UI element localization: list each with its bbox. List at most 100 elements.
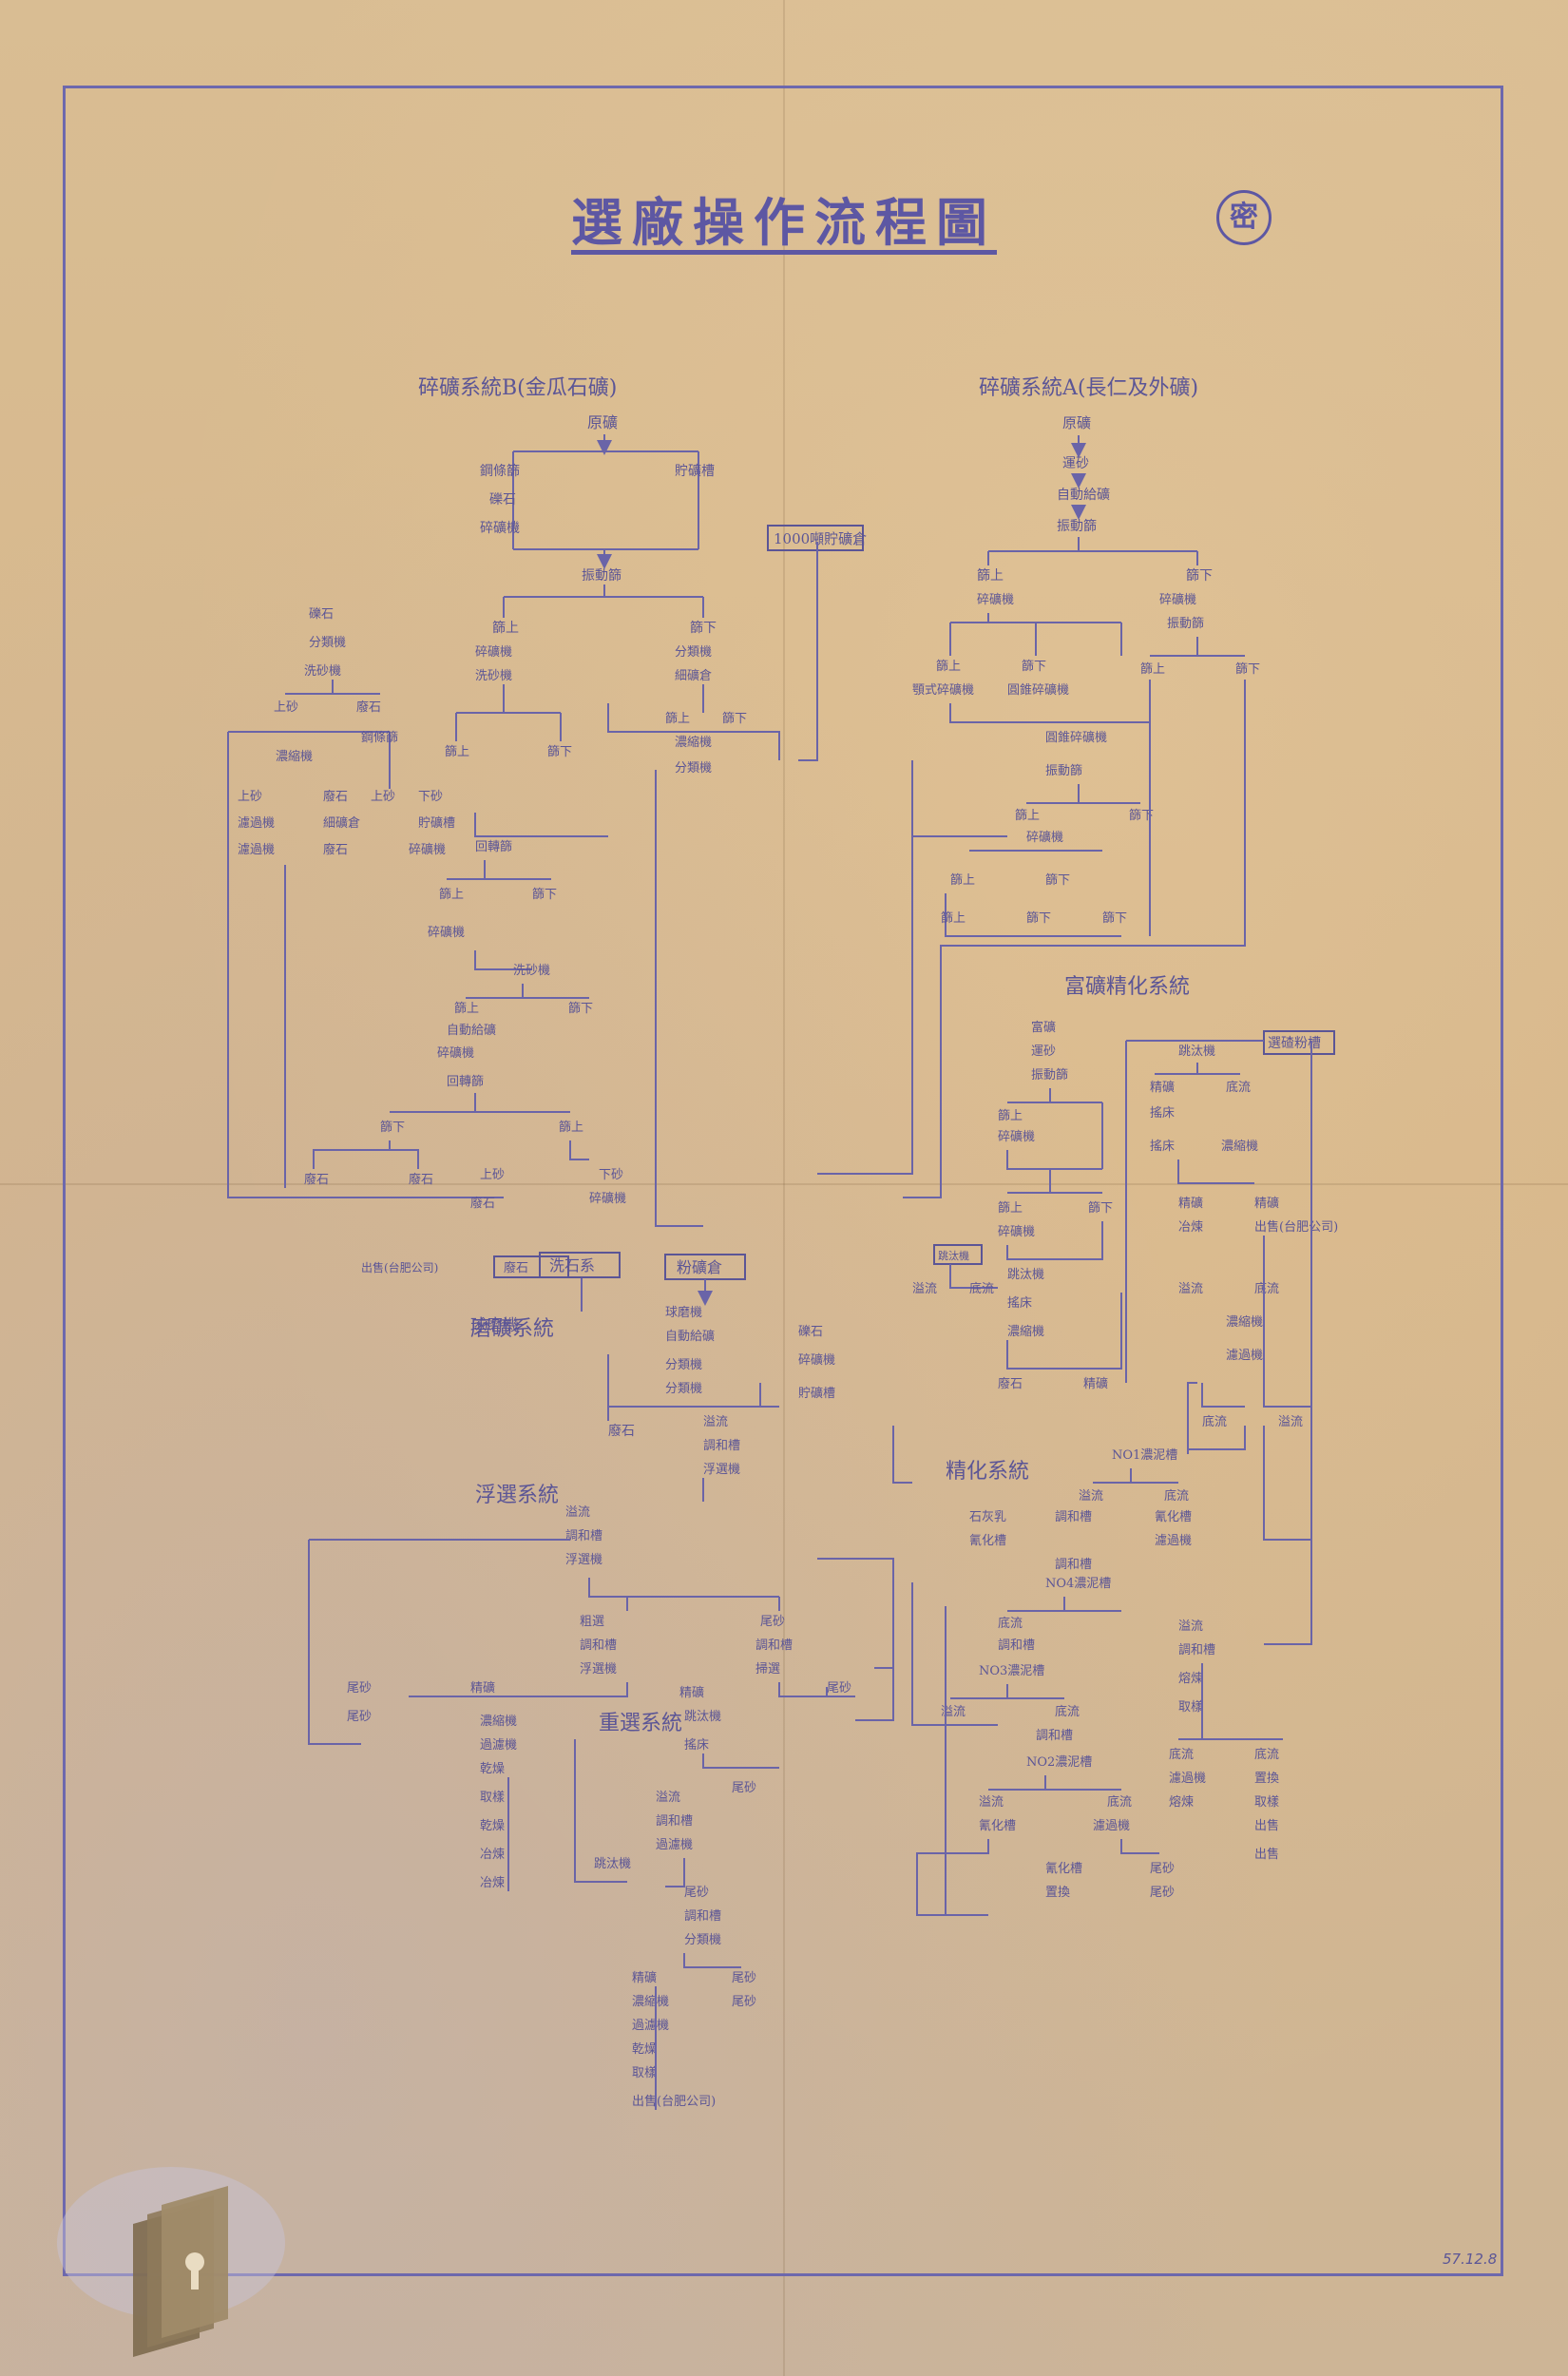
rf-no2-thickener: NO2濃泥槽 (1026, 1755, 1092, 1770)
a-screen-under-2: 篩下 (1022, 660, 1046, 674)
fine-ore-bin-label: 粉礦倉 (677, 1258, 722, 1276)
r2-thickener: 濃縮機 (1221, 1139, 1258, 1154)
r-box-label: 跳汰機 (938, 1249, 969, 1262)
a-auto-feed: 自動給礦 (1057, 487, 1110, 503)
b-sale-label: 出售(台肥公司) (361, 1260, 438, 1274)
b-screen-over-4: 篩上 (439, 888, 464, 902)
b-screen-under-2: 篩下 (547, 745, 572, 759)
b-classifier: 分類機 (675, 645, 712, 660)
rf-no3-thickener: NO3濃泥槽 (979, 1664, 1044, 1678)
gr-classifier: 分類機 (684, 1933, 721, 1947)
section-grinding: 磨礦系統 (470, 1317, 554, 1341)
rf-filter: 濾過機 (1155, 1534, 1192, 1548)
a-cone-crusher-2: 圓錐碎礦機 (1045, 730, 1107, 745)
r-underflow: 底流 (969, 1281, 994, 1296)
crushing-b-lower-flow: 回轉篩 篩上 篩下 碎礦機 洗砂機 篩上 篩下 自動給礦 碎礦機 回轉篩 篩下 … (304, 813, 626, 1335)
r2-overflow-2: 溢流 (1278, 1415, 1303, 1429)
a-screen-under-7: 篩下 (1102, 911, 1127, 926)
r-screen-over: 篩上 (998, 1109, 1023, 1123)
f-flotation: 浮選機 (565, 1553, 602, 1567)
page-title: 選廠操作流程圖 (571, 192, 997, 253)
rf-r-final: 出售 (1254, 1847, 1279, 1862)
a-screen-over-5: 篩上 (950, 873, 975, 888)
b-wash-screen: 洗砂機 (513, 964, 550, 978)
a-screen-under: 篩下 (1186, 568, 1213, 584)
rf-cyanide-tank: 氰化槽 (1155, 1509, 1192, 1524)
r2-jig: 跳汰機 (1178, 1044, 1215, 1059)
b-upper-sand: 廢石 (356, 700, 381, 715)
f-conditioner: 調和槽 (565, 1529, 602, 1543)
gr-dryer: 乾燥 (632, 2042, 657, 2057)
b-thickener: 濃縮機 (675, 735, 712, 750)
g-gravel-box-2: 碎礦機 (798, 1352, 835, 1368)
gr-thickener: 濃縮機 (632, 1994, 669, 2009)
gr-filter-2: 過濾機 (632, 2019, 669, 2033)
a-screen-under-5: 篩下 (1045, 873, 1070, 888)
b-screen-under-5: 篩下 (568, 1002, 593, 1016)
r-screen-over-2: 篩上 (998, 1201, 1023, 1216)
b-waste-box (493, 1255, 569, 1278)
rf-conditioner-2: 調和槽 (1055, 1558, 1092, 1572)
a-transport: 運砂 (1062, 456, 1089, 471)
b-vibrating-screen: 振動篩 (582, 568, 621, 584)
a-screen-under-6: 篩下 (1026, 911, 1051, 926)
gr-table: 搖床 (684, 1738, 709, 1753)
f-conditioner-3: 調和槽 (755, 1638, 793, 1653)
document-number: 57.12.8 (1443, 2251, 1498, 2268)
a-screen-under-3: 篩下 (1235, 662, 1260, 677)
gr-overflow: 溢流 (656, 1791, 680, 1805)
paper-fold-horizontal (0, 1183, 1568, 1185)
crushing-b-flow: 原礦 鋼條篩 礫石 碎礦機 貯礦槽 振動篩 篩上 篩下 碎礦機 分類機 洗砂機 … (445, 413, 780, 776)
b-screen-over-3: 篩上 (665, 712, 690, 726)
section-flotation: 浮選系統 (475, 1484, 559, 1507)
r2-smelt: 冶煉 (1178, 1220, 1203, 1235)
a-crusher-2: 碎礦機 (1159, 592, 1196, 607)
paper-fold-vertical (783, 0, 785, 2376)
section-rich-refining: 富礦精化系統 (1064, 975, 1190, 999)
slag-tank-label: 選碴粉槽 (1268, 1036, 1321, 1051)
gr-tailing-2: 尾砂 (684, 1886, 709, 1900)
a-vibrating-screen: 振動篩 (1057, 519, 1097, 534)
rf-replace: 置換 (1045, 1886, 1070, 1900)
b-screen-under-6: 篩下 (380, 1121, 405, 1135)
a-screen-over-2: 篩上 (936, 660, 961, 674)
rf-no1-thickener: NO1濃泥槽 (1112, 1448, 1177, 1463)
a-raw-ore: 原礦 (1062, 414, 1091, 431)
gr-concentrate-2: 精礦 (632, 1970, 657, 1985)
rf-r-underflow: 底流 (1169, 1747, 1194, 1762)
b-fine-bin: 細礦倉 (675, 668, 712, 683)
r-concentrate: 精礦 (1083, 1376, 1108, 1391)
g-ball-mill: 球磨機 (665, 1306, 702, 1320)
rf-r-underflow-2: 底流 (1254, 1747, 1279, 1762)
b-magnet: 礫石 (309, 606, 334, 622)
section-crushing-a: 碎礦系統A(長仁及外礦) (979, 376, 1198, 400)
f-concentrate: 精礦 (470, 1680, 495, 1696)
rf-cyanide-3: 氰化槽 (1045, 1861, 1082, 1876)
gr-sample: 取樣 (632, 2066, 657, 2080)
rf-r-overflow: 溢流 (1178, 1619, 1203, 1634)
b-cone-crusher-2: 碎礦機 (437, 1045, 474, 1061)
f-final: 冶煉 (480, 1876, 505, 1890)
r2-overflow: 溢流 (1178, 1282, 1203, 1296)
f-tailing-3: 尾砂 (827, 1681, 851, 1696)
rf-underflow-4: 底流 (1107, 1794, 1132, 1810)
r-crusher-2: 碎礦機 (998, 1224, 1035, 1239)
gravel-system-box (539, 1252, 621, 1278)
b-sand-washer: 洗砂機 (475, 669, 512, 683)
f-tailing: 尾砂 (760, 1615, 785, 1629)
r2-ship: 出售(台肥公司) (1254, 1219, 1338, 1235)
b-waste: 廢石 (470, 1197, 495, 1211)
flotation-flow: 溢流 調和槽 浮選機 粗選 調和槽 浮選機 尾砂 調和槽 掃選 尾砂 尾砂 精礦… (308, 1478, 894, 1891)
refining-flow: NO1濃泥槽 溢流 底流 石灰乳 調和槽 氰化槽 氰化槽 濾過機 調和槽 NO4… (911, 1426, 1311, 1916)
r-box (933, 1244, 983, 1265)
b-storage-tank: 貯礦槽 (675, 463, 715, 479)
r2-filter: 濾過機 (1226, 1349, 1263, 1363)
rf-underflow: 底流 (1164, 1488, 1189, 1504)
b-filter: 濾過機 (238, 816, 275, 831)
f-drying: 乾燥 (480, 1819, 505, 1833)
middle-connectors: 球磨機 自動給礦 分類機 分類機 廢石 溢流 調和槽 浮選機 礫石 碎礦機 貯礦… (581, 542, 835, 1477)
rf-conditioner-3: 調和槽 (998, 1638, 1035, 1653)
storage-bin-box (767, 525, 864, 551)
gr-filter: 過濾機 (656, 1838, 693, 1852)
